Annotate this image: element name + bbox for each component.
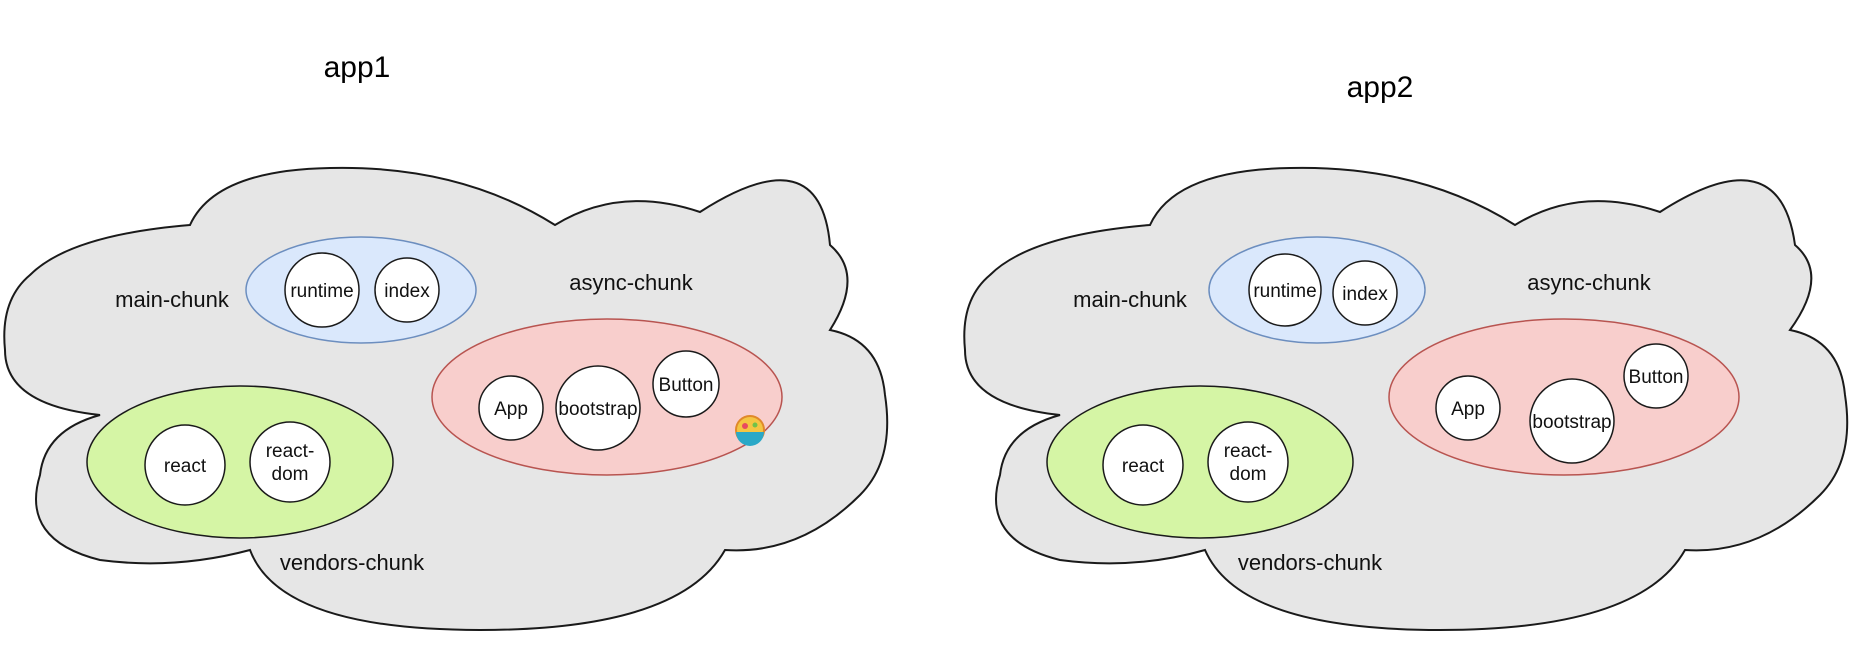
app1-module-runtime <box>284 252 360 328</box>
app2-module-react <box>1102 424 1184 506</box>
app1-module-index-label: index <box>384 281 430 302</box>
app1-module-index <box>374 257 440 323</box>
app1-module-react-dom-label-line2: dom <box>272 464 309 485</box>
app2-module-index <box>1332 260 1398 326</box>
app2-group: app2 main-chunk runtime index async-chun… <box>963 71 1849 632</box>
app1-title: app1 <box>324 51 391 84</box>
app2-module-button <box>1623 343 1689 409</box>
app1-module-bootstrap-label: bootstrap <box>558 399 637 420</box>
app2-module-react-dom-label-line1: react- <box>1224 441 1273 462</box>
app1-async-chunk-label: async-chunk <box>569 270 694 295</box>
app2-module-bootstrap-label: bootstrap <box>1532 412 1611 433</box>
app2-module-button-label: Button <box>1629 367 1684 388</box>
app2-async-chunk-label: async-chunk <box>1527 270 1652 295</box>
app1-module-react-label: react <box>164 456 207 477</box>
colorful-cursor-icon <box>735 415 765 446</box>
app2-vendors-chunk <box>1046 385 1354 539</box>
app1-main-chunk-label: main-chunk <box>115 287 230 312</box>
app2-module-react-dom-label-line2: dom <box>1230 464 1267 485</box>
app2-module-react-dom <box>1207 421 1289 503</box>
app2-module-bootstrap <box>1529 378 1615 464</box>
app1-module-app <box>478 375 544 441</box>
app2-main-chunk-label: main-chunk <box>1073 287 1188 312</box>
app1-module-react-dom-label-line1: react- <box>266 441 315 462</box>
app2-title: app2 <box>1347 71 1414 104</box>
app2-module-index-label: index <box>1342 284 1388 305</box>
app1-group: app1 main-chunk runtime index async-chun… <box>3 51 889 632</box>
app1-module-bootstrap <box>555 365 641 451</box>
app2-vendors-chunk-label: vendors-chunk <box>1238 550 1383 575</box>
app1-module-app-label: App <box>494 399 528 420</box>
app2-module-runtime-label: runtime <box>1253 281 1316 302</box>
app2-module-app-label: App <box>1451 399 1485 420</box>
app2-module-runtime <box>1248 253 1322 327</box>
app1-vendors-chunk <box>86 385 394 539</box>
app1-module-button-label: Button <box>659 375 714 396</box>
app1-main-chunk <box>245 236 477 344</box>
app2-module-app <box>1435 375 1501 441</box>
app2-module-react-label: react <box>1122 456 1165 477</box>
app1-module-react-dom <box>249 421 331 503</box>
app1-module-react <box>144 424 226 506</box>
app1-module-button <box>652 350 720 418</box>
app1-module-runtime-label: runtime <box>290 281 353 302</box>
app1-vendors-chunk-label: vendors-chunk <box>280 550 425 575</box>
